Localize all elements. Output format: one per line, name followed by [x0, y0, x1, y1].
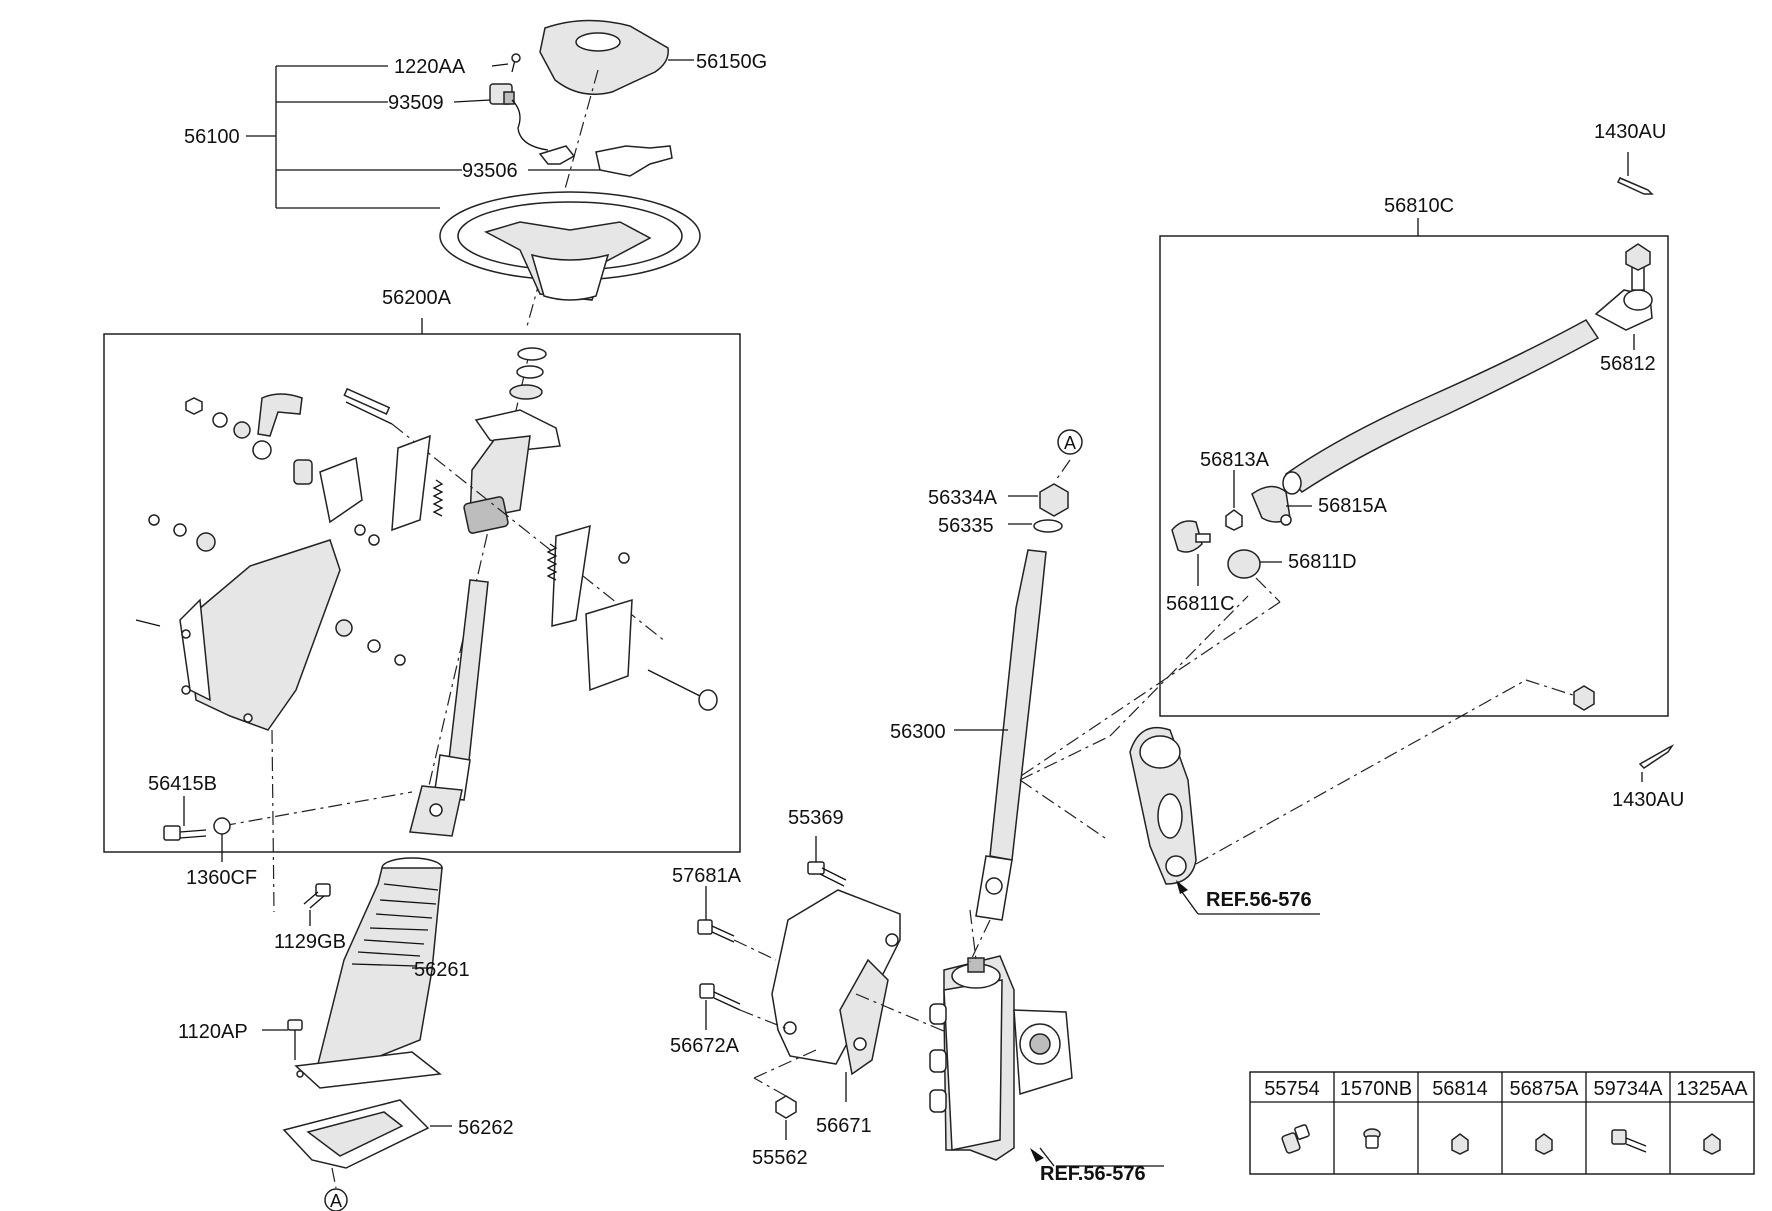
cotter-pin-icon: [1616, 177, 1654, 195]
label-56811C: 56811C: [1166, 593, 1235, 615]
label-56811D: 56811D: [1288, 551, 1357, 573]
label-1430AU-bottom: 1430AU: [1612, 789, 1684, 811]
table-header-1: 55754: [1264, 1078, 1320, 1100]
bolt-icon: [807, 861, 847, 887]
tie-rod-end-icon: [1594, 243, 1653, 331]
nut-icon: [775, 1095, 797, 1119]
nut-icon: [1573, 685, 1595, 711]
table-header-4: 56875A: [1510, 1078, 1580, 1100]
table-header-6: 1325AA: [1676, 1078, 1748, 1100]
lower-boot-assembly: [163, 729, 443, 1189]
label-56262: 56262: [458, 1117, 514, 1139]
nut-icon: [1703, 1133, 1721, 1155]
leader-lines: [183, 59, 1643, 1167]
svg-text:A: A: [1064, 433, 1076, 453]
label-1360CF: 1360CF: [186, 867, 257, 889]
label-56672A: 56672A: [670, 1035, 740, 1057]
washer-icon: [213, 817, 231, 835]
label-56812: 56812: [1600, 353, 1656, 375]
ref-gearbox[interactable]: REF.56-576: [1040, 1163, 1146, 1185]
intermediate-shaft-assembly: [969, 459, 1071, 963]
label-56815A: 56815A: [1318, 495, 1388, 517]
svg-text:A: A: [330, 1191, 342, 1211]
contact-plate-icon: [538, 145, 673, 177]
nut-icon: [1535, 1133, 1553, 1155]
label-56335: 56335: [938, 515, 994, 537]
column-shaft-icon: [447, 579, 489, 771]
washer-icon: [1033, 519, 1063, 533]
label-55369: 55369: [788, 807, 844, 829]
pitman-arm-assembly: [1019, 595, 1577, 885]
steering-wheel-icon: [439, 191, 701, 301]
table-header-5: 59734A: [1594, 1078, 1664, 1100]
arrow-icon: [1030, 1148, 1044, 1162]
label-55562: 55562: [752, 1147, 808, 1169]
nut-icon: [1225, 509, 1243, 531]
label-1120AP: 1120AP: [178, 1021, 248, 1043]
bolt-icon: [163, 825, 207, 841]
tie-rod-icon: [1284, 319, 1600, 493]
tie-rod-assembly-box: [1159, 235, 1669, 717]
arrow-icon: [1176, 880, 1188, 894]
label-93509: 93509: [388, 92, 444, 114]
ref-pitman-arm[interactable]: REF.56-576: [1206, 889, 1312, 911]
label-56810C: 56810C: [1384, 195, 1454, 217]
flange-bolt-icon: [1611, 1129, 1647, 1153]
column-mount-bracket-icon: [185, 539, 341, 731]
label-56671: 56671: [816, 1115, 872, 1137]
table-header-3: 56814: [1432, 1078, 1488, 1100]
bolt-icon: [303, 883, 331, 909]
label-56415B: 56415B: [148, 773, 217, 795]
ball-joint-icon: [1171, 520, 1203, 553]
part-labels: 1220AA 56150G 93509 56100 93506 56200A 5…: [148, 51, 1684, 1169]
label-56200A: 56200A: [382, 287, 452, 309]
bolt-icon: [699, 983, 741, 1011]
label-1129GB: 1129GB: [274, 931, 346, 953]
label-56300: 56300: [890, 721, 946, 743]
label-56150G: 56150G: [696, 51, 767, 73]
nut-icon: [1451, 1133, 1469, 1155]
callout-a-top: A: [1057, 429, 1083, 455]
steering-column-assembly: [135, 347, 718, 837]
bolt-icon: [287, 1019, 303, 1060]
tie-rod-assembly: [1017, 243, 1653, 779]
label-56261: 56261: [414, 959, 470, 981]
nut-icon: [1039, 483, 1069, 517]
label-56334A: 56334A: [928, 487, 998, 509]
plug-icon: [1281, 1124, 1310, 1154]
label-57681A: 57681A: [672, 865, 742, 887]
callout-a-bottom: A: [324, 1188, 348, 1211]
table-header-2: 1570NB: [1340, 1078, 1412, 1100]
bolt-icon: [697, 919, 735, 943]
label-1430AU-top: 1430AU: [1594, 121, 1666, 143]
label-56813A: 56813A: [1200, 449, 1270, 471]
bushing-icon: [1227, 549, 1261, 579]
intermediate-shaft-icon: [989, 549, 1047, 861]
label-93506: 93506: [462, 160, 518, 182]
cotter-pin-icon: [1638, 744, 1675, 769]
label-1220AA: 1220AA: [394, 56, 466, 78]
reference-callouts: REF.56-576 REF.56-576: [1030, 880, 1312, 1185]
label-56100: 56100: [184, 126, 240, 148]
bolt-short-icon: [1363, 1128, 1381, 1149]
gearbox-assembly: [697, 861, 1073, 1161]
horn-switch-icon: [489, 83, 549, 151]
parts-table: 55754 1570NB 56814 56875A 59734A 1325AA: [1249, 1071, 1755, 1175]
steering-wheel-assembly: [439, 19, 701, 331]
screw-icon: [511, 53, 521, 73]
horn-pad-icon: [539, 19, 669, 95]
steering-boot-icon: [294, 857, 443, 1089]
steering-gearbox-icon: [929, 955, 1073, 1161]
